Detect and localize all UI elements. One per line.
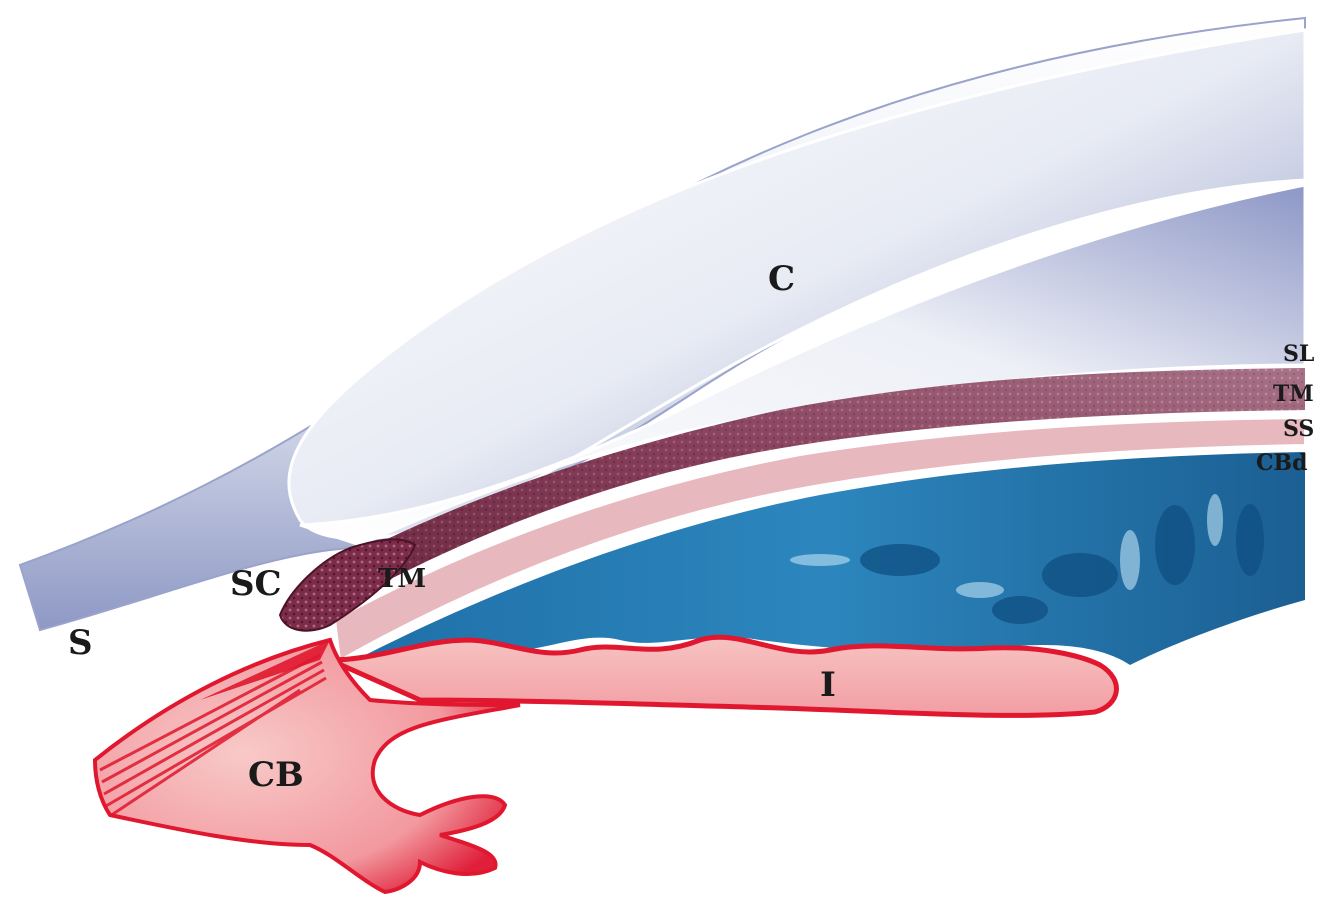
label-cornea: C — [768, 262, 795, 296]
label-iris: I — [820, 668, 836, 702]
label-ciliary-body-band: CBd — [1256, 452, 1308, 474]
label-ciliary-body: CB — [248, 758, 304, 792]
label-sclera: S — [68, 626, 93, 660]
label-schlemm-canal: SC — [230, 567, 282, 601]
label-trabecular-meshwork: TM — [1273, 383, 1314, 405]
label-trabecular-meshwork-inner: TM — [378, 566, 426, 592]
label-schwalbe-line: SL — [1283, 343, 1314, 365]
label-scleral-spur: SS — [1283, 418, 1314, 440]
